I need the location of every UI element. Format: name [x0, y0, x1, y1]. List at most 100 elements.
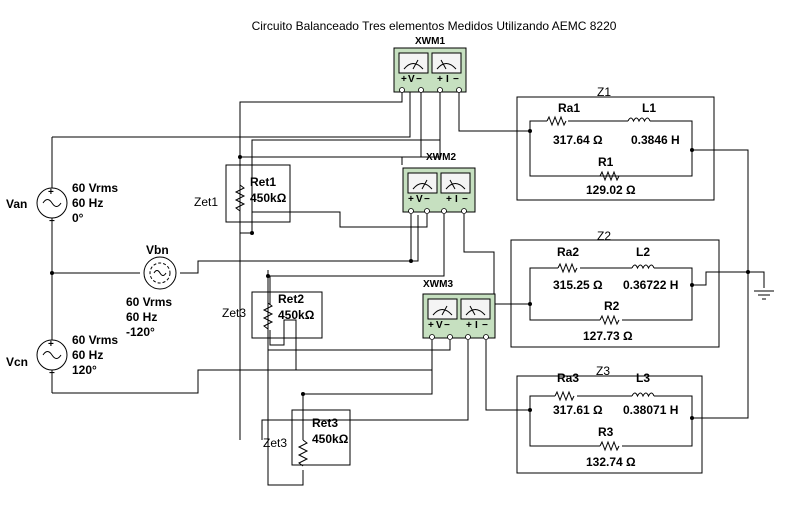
svg-text:−: − — [49, 368, 55, 379]
resistor-value: 129.02 Ω — [586, 183, 636, 197]
inductor-name: L3 — [636, 371, 650, 385]
load-label: Z2 — [597, 229, 611, 243]
resistor-icon — [599, 440, 620, 452]
source-voltage: 60 Vrms — [126, 295, 172, 309]
wattmeter-xwm3[interactable]: XWM3 + V − + I − — [422, 279, 496, 340]
svg-text:+: + — [48, 339, 54, 350]
needle-icon — [436, 59, 457, 70]
svg-text:I: I — [475, 320, 478, 331]
svg-text:−: − — [444, 320, 450, 331]
resistor-icon — [554, 390, 575, 402]
resistor-icon — [557, 262, 578, 274]
inductor-icon — [631, 392, 655, 398]
inductor-value: 0.36722 H — [623, 278, 678, 292]
inductor-icon — [631, 264, 655, 270]
svg-text:−: − — [453, 74, 459, 85]
resistor-name: R3 — [598, 425, 614, 439]
resistor-icon — [297, 439, 309, 467]
load-z1[interactable]: Z1 Ra1 317.64 Ω L1 0.3846 H R1 129.02 Ω — [516, 85, 715, 201]
inductor-icon — [627, 117, 651, 123]
resistor-icon — [530, 170, 692, 182]
svg-text:−: − — [482, 320, 488, 331]
source-frequency: 60 Hz — [72, 196, 103, 210]
svg-text:I: I — [455, 194, 458, 205]
source-phase: -120° — [126, 325, 155, 339]
zet-label: Zet1 — [194, 195, 218, 209]
source-van[interactable]: + − Van 60 Vrms 60 Hz 0° — [6, 181, 118, 227]
source-vcn[interactable]: + − Vcn 60 Vrms 60 Hz 120° — [6, 333, 118, 379]
wattmeter-label: XWM1 — [415, 36, 445, 47]
resistor-icon — [234, 184, 246, 212]
svg-text:V: V — [436, 320, 443, 331]
load-label: Z1 — [597, 85, 611, 99]
resistor-name: R2 — [604, 299, 620, 313]
ground-icon — [754, 290, 774, 300]
resistor-icon — [262, 302, 274, 330]
resistor-name: Ra3 — [557, 371, 579, 385]
source-vbn[interactable]: Vbn 60 Vrms 60 Hz -120° — [126, 243, 177, 339]
source-label: Vbn — [146, 243, 169, 257]
load-z2[interactable]: Z2 Ra2 315.25 Ω L2 0.36722 H R2 127.73 Ω — [510, 229, 720, 348]
svg-text:+: + — [446, 194, 452, 205]
svg-text:−: − — [462, 194, 468, 205]
resistor-value: 450kΩ — [250, 191, 287, 205]
source-label: Vcn — [6, 355, 28, 369]
svg-text:+: + — [437, 74, 443, 85]
resistor-value: 315.25 Ω — [553, 278, 603, 292]
diagram-title: Circuito Balanceado Tres elementos Medid… — [252, 19, 617, 33]
zet1-ret1[interactable]: Ret1 450kΩ Zet1 — [194, 164, 291, 223]
needle-icon — [445, 179, 466, 190]
source-frequency: 60 Hz — [72, 348, 103, 362]
wattmeter-xwm2[interactable]: XWM2 + V − + I − — [402, 152, 476, 214]
inductor-name: L1 — [642, 101, 656, 115]
svg-text:V: V — [416, 194, 423, 205]
resistor-value: 450kΩ — [312, 432, 349, 446]
resistor-name: Ra1 — [558, 101, 580, 115]
inductor-value: 0.38071 H — [623, 403, 678, 417]
source-label: Van — [6, 197, 27, 211]
resistor-name: Ra2 — [557, 245, 579, 259]
inductor-name: L2 — [636, 245, 650, 259]
source-voltage: 60 Vrms — [72, 333, 118, 347]
svg-text:+: + — [466, 320, 472, 331]
resistor-name: Ret2 — [278, 292, 304, 306]
ac-source-icon — [153, 270, 167, 276]
svg-text:V: V — [408, 74, 415, 85]
resistor-name: Ret3 — [312, 416, 338, 430]
zet3-ret2[interactable]: Ret2 450kΩ Zet3 — [222, 291, 323, 339]
source-voltage: 60 Vrms — [72, 181, 118, 195]
zet3-ret3[interactable]: Ret3 450kΩ Zet3 — [263, 409, 351, 467]
resistor-name: Ret1 — [250, 175, 276, 189]
resistor-icon — [546, 115, 567, 127]
load-label: Z3 — [596, 364, 610, 378]
resistor-value: 450kΩ — [278, 308, 315, 322]
resistor-value: 127.73 Ω — [583, 329, 633, 343]
svg-text:−: − — [49, 216, 55, 227]
wattmeter-label: XWM2 — [426, 152, 456, 163]
load-z3[interactable]: Z3 Ra3 317.61 Ω L3 0.38071 H R3 132.74 Ω — [516, 364, 703, 474]
svg-text:−: − — [424, 194, 430, 205]
wattmeter-xwm1[interactable]: XWM1 + V − + I − — [393, 36, 467, 93]
resistor-value: 317.64 Ω — [553, 133, 603, 147]
resistor-icon — [599, 314, 620, 326]
svg-text:I: I — [446, 74, 449, 85]
svg-text:+: + — [401, 74, 407, 85]
svg-text:+: + — [408, 194, 414, 205]
svg-text:−: − — [416, 74, 422, 85]
wiring — [50, 92, 774, 486]
zet-label: Zet3 — [222, 306, 246, 320]
needle-icon — [465, 305, 486, 316]
svg-text:+: + — [48, 187, 54, 198]
ac-source-icon — [42, 351, 62, 359]
needle-icon — [412, 179, 433, 190]
wattmeter-label: XWM3 — [423, 279, 453, 290]
zet-label: Zet3 — [263, 436, 287, 450]
inductor-value: 0.3846 H — [631, 133, 680, 147]
resistor-value: 132.74 Ω — [586, 455, 636, 469]
resistor-name: R1 — [598, 155, 614, 169]
resistor-value: 317.61 Ω — [553, 403, 603, 417]
source-phase: 0° — [72, 211, 84, 225]
needle-icon — [403, 59, 424, 70]
